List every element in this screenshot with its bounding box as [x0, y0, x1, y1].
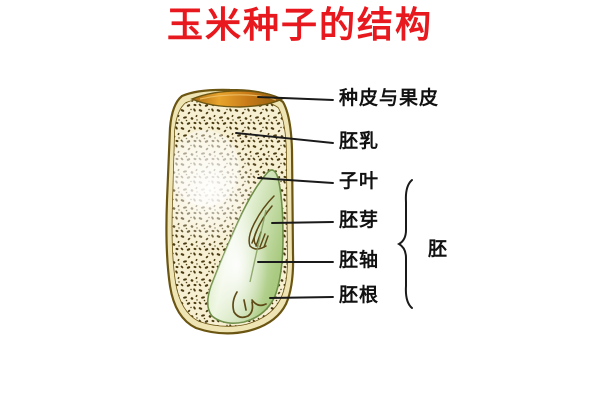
- leader-line-endosperm: [235, 132, 334, 144]
- page-title: 玉米种子的结构: [166, 5, 433, 46]
- leader-line-radicle: [269, 296, 334, 299]
- label-endosperm: 胚乳: [339, 130, 380, 152]
- leader-lines: [235, 96, 334, 299]
- plumule-detail: [248, 195, 275, 250]
- label-seed-coat-and-pericarp: 种皮与果皮: [339, 87, 440, 109]
- label-radicle: 胚根: [339, 284, 380, 306]
- label-plumule: 胚芽: [339, 209, 380, 231]
- pericarp-cap: [190, 90, 284, 108]
- label-embryo-group: 胚: [428, 238, 449, 260]
- embryo-brace: [396, 179, 413, 309]
- radicle-detail: [232, 291, 267, 319]
- label-hypocotyl: 胚轴: [339, 249, 380, 271]
- leader-line-cotyledon: [257, 177, 334, 184]
- embryo-region: [206, 169, 284, 324]
- label-cotyledon: 子叶: [339, 170, 380, 192]
- leader-line-seed-coat-and-pericarp: [257, 96, 334, 101]
- leader-line-plumule: [271, 221, 334, 224]
